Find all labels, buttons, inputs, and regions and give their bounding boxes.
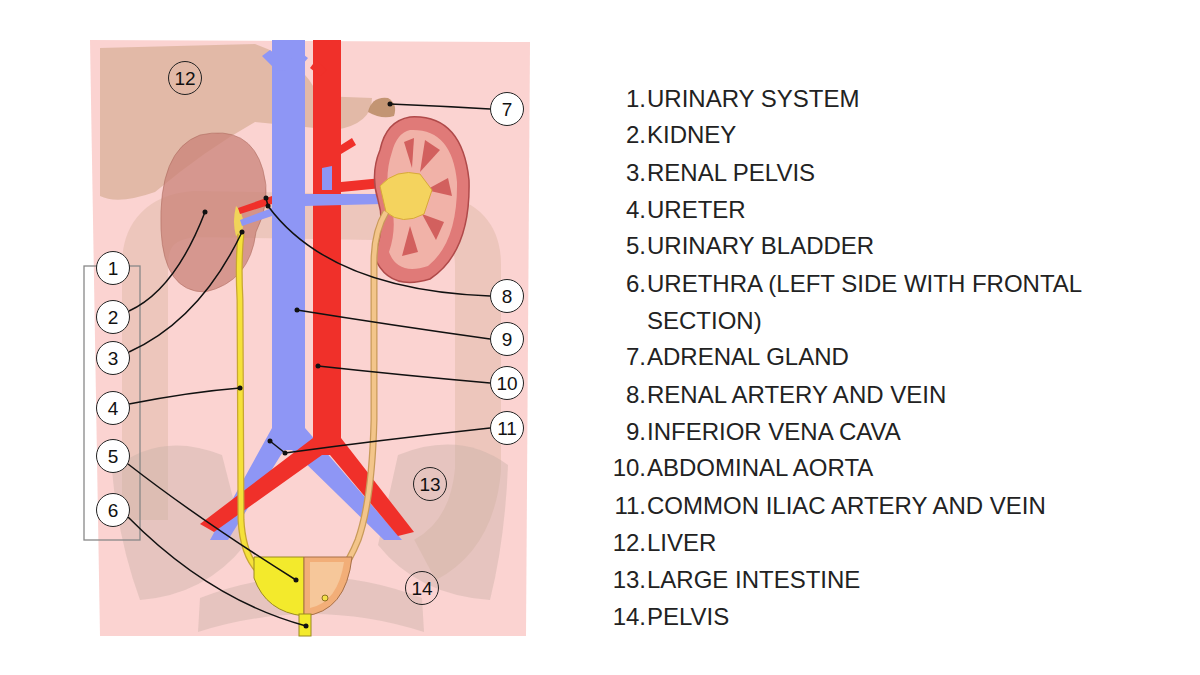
renal-pelvis [380, 173, 432, 220]
callout-circle: 7 [490, 92, 524, 126]
adrenal-gland [368, 98, 395, 118]
list-item: COMMON ILIAC ARTERY AND VEIN [647, 487, 1152, 524]
list-number: 13. [560, 561, 646, 598]
hepatic-vein [286, 70, 296, 96]
aortic-branch [310, 60, 327, 76]
list-number: 6. [560, 265, 646, 302]
callout-circle: 4 [96, 391, 130, 425]
list-number: 1. [560, 80, 646, 117]
callout-circle: 12 [168, 61, 202, 95]
list-item: KIDNEY [647, 116, 1152, 153]
list-item: ABDOMINAL AORTA [647, 449, 1152, 486]
list-number: 10. [560, 449, 646, 486]
list-item: URETHRA (LEFT SIDE WITH FRONTAL SECTION) [647, 265, 1152, 339]
list-item: RENAL PELVIS [647, 154, 1152, 191]
gonadal-vein [322, 166, 332, 190]
callout-circle: 8 [490, 279, 524, 313]
list-number: 12. [560, 524, 646, 561]
urinary-bladder [254, 557, 304, 616]
callout-number: 10 [496, 374, 517, 393]
aortic-branch [341, 138, 356, 154]
callout-number: 8 [502, 287, 513, 306]
abdominal-aorta [200, 40, 414, 536]
callout-number: 14 [411, 579, 432, 598]
list-item: RENAL ARTERY AND VEIN [647, 376, 1152, 413]
bladder-lumen [310, 562, 344, 608]
list-item: LARGE INTESTINE [647, 561, 1152, 598]
callout-number: 12 [174, 69, 195, 88]
callout-number: 2 [108, 308, 119, 327]
ureter-opening [322, 595, 328, 601]
list-number: 4. [560, 191, 646, 228]
ureter [239, 234, 262, 574]
callout-circle: 6 [96, 493, 130, 527]
callout-circle: 9 [490, 322, 524, 356]
list-item: PELVIS [647, 598, 1152, 635]
list-number: 14. [560, 598, 646, 635]
callout-number: 4 [108, 399, 119, 418]
list-item: URINARY SYSTEM [647, 80, 1152, 117]
leader-lines [128, 104, 490, 626]
callout-circle: 3 [96, 341, 130, 375]
list-item: URETER [647, 191, 1152, 228]
callout-number: 6 [108, 501, 119, 520]
renal-vein [305, 194, 382, 206]
list-number: 9. [560, 413, 646, 450]
list-number: 11. [560, 487, 646, 524]
callout-number: 7 [502, 100, 513, 119]
body-ground [90, 40, 530, 636]
pelvis-bones [112, 445, 508, 632]
ureter [239, 234, 262, 574]
callout-number: 11 [497, 419, 517, 438]
callout-circle: 2 [96, 300, 130, 334]
callout-number: 9 [502, 330, 513, 349]
callout-circle: 5 [96, 439, 130, 473]
left-kidney [374, 117, 469, 283]
callout-circle: 14 [405, 571, 439, 605]
callout-number: 13 [419, 475, 440, 494]
callout-number: 1 [108, 259, 119, 278]
list-number: 5. [560, 227, 646, 264]
list-number: 8. [560, 376, 646, 413]
callout-circle: 10 [490, 366, 524, 400]
list-item: LIVER [647, 524, 1152, 561]
callout-circle: 13 [413, 467, 447, 501]
bladder-section [304, 557, 352, 616]
list-item: INFERIOR VENA CAVA [647, 413, 1152, 450]
callout-circle: 1 [96, 251, 130, 285]
callout-number: 5 [108, 447, 119, 466]
leader-dots [203, 102, 393, 629]
list-number: 7. [560, 338, 646, 375]
list-item: ADRENAL GLAND [647, 338, 1152, 375]
renal-vein [240, 208, 272, 226]
list-item: URINARY BLADDER [647, 227, 1152, 264]
hepatic-veins [262, 50, 308, 72]
callout-number: 3 [108, 349, 119, 368]
list-number: 2. [560, 116, 646, 153]
list-number: 3. [560, 154, 646, 191]
callout-circle: 11 [490, 411, 524, 445]
